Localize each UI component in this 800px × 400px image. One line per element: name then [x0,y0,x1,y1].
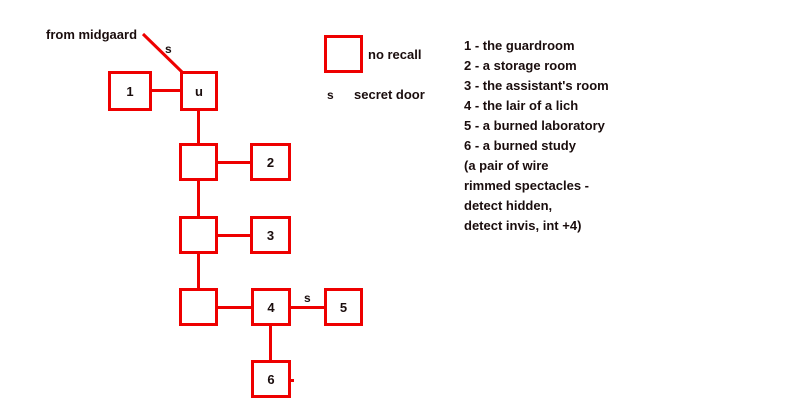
room-node-3[interactable]: 3 [250,216,291,254]
room-key-list: 1 - the guardroom 2 - a storage room 3 -… [464,36,784,236]
secret-door-marker-room5: s [304,291,311,305]
connector-room4-to-room6 [269,324,272,362]
connector-hall-b-to-room3 [216,234,252,237]
secret-door-label: secret door [354,87,425,102]
room-node-hall-b[interactable] [179,216,218,254]
no-recall-label: no recall [368,47,422,62]
room-node-4[interactable]: 4 [251,288,291,326]
connector-room4-to-room5 [289,306,326,309]
room-node-1[interactable]: 1 [108,71,152,111]
room-key-line: 1 - the guardroom [464,38,575,53]
connector-hall-a-to-room2 [216,161,252,164]
room-node-2[interactable]: 2 [250,143,291,181]
room-node-6[interactable]: 6 [251,360,291,398]
connector-hall-b-to-hall-c [197,252,200,290]
room-node-hall-a[interactable] [179,143,218,181]
room-key-line: 2 - a storage room [464,58,577,73]
stray-mark [291,379,294,382]
room-key-line: detect invis, int +4) [464,218,582,233]
room-key-line: detect hidden, [464,198,553,213]
connector-hall-c-to-room4 [216,306,253,309]
room-key-line: 4 - the lair of a lich [464,98,579,113]
room-key-line: 5 - a burned laboratory [464,118,605,133]
room-key-line: (a pair of wire [464,158,549,173]
room-node-5[interactable]: 5 [324,288,363,326]
connector-hall-a-to-hall-b [197,179,200,218]
secret-door-marker-entrance: s [165,42,172,56]
room-key-line: rimmed spectacles - [464,178,590,193]
entrance-secret-passage-line [141,32,184,74]
room-node-hall-c[interactable] [179,288,218,326]
room-node-u[interactable]: u [180,71,218,111]
no-recall-swatch-icon [324,35,363,73]
connector-room1-to-roomu [150,89,182,92]
room-key-line: 3 - the assistant's room [464,78,609,93]
connector-roomu-to-hall-a [197,109,200,145]
secret-door-key-icon: s [327,88,334,102]
room-key-line: 6 - a burned study [464,138,576,153]
entrance-label: from midgaard [46,27,138,42]
